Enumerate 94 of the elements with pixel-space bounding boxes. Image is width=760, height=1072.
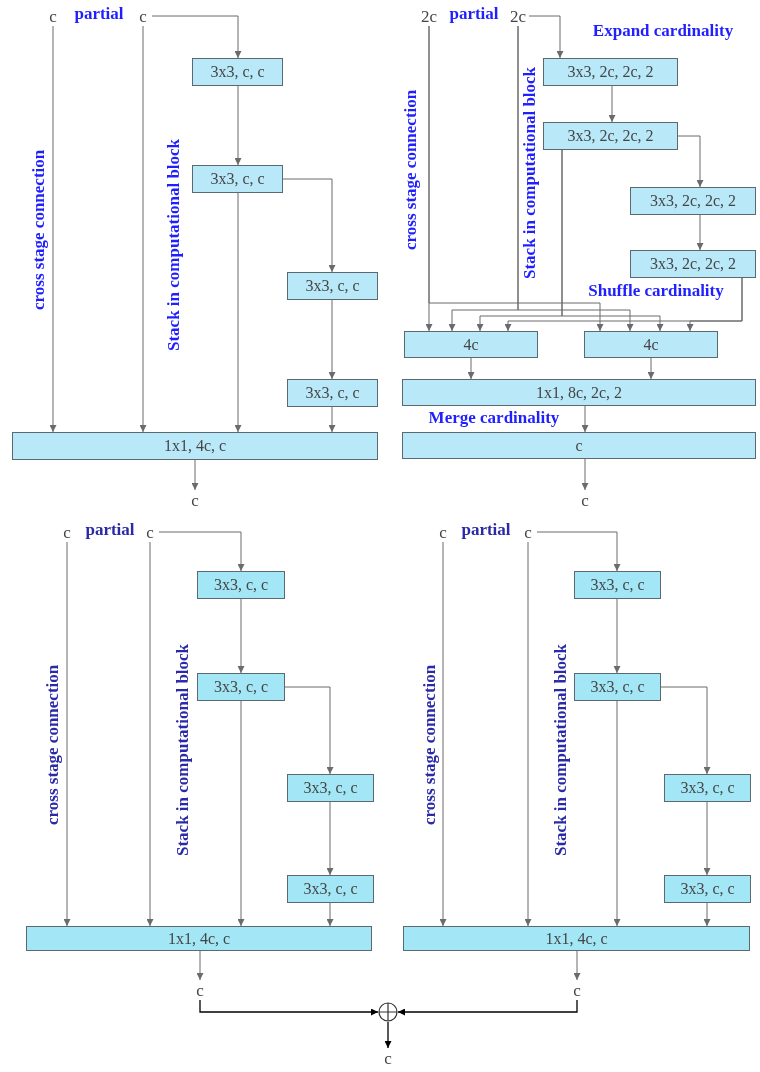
arrow [696, 214, 704, 251]
arrow [613, 700, 621, 927]
channel-label: c [58, 522, 76, 542]
annotation-text: Shuffle cardinality [587, 282, 725, 302]
arrow [573, 950, 581, 981]
layer-box: 3x3, 2c, 2c, 2 [630, 250, 756, 278]
annotation-text: partial [448, 5, 500, 25]
layer-box: 3x3, c, c [574, 673, 661, 701]
arrow [49, 25, 57, 433]
arrow [234, 85, 242, 166]
channel-label: c [44, 6, 62, 26]
arrow [561, 149, 664, 332]
arrow [237, 700, 245, 927]
channel-label: c [576, 490, 594, 510]
layer-box: 1x1, 4c, c [12, 432, 378, 460]
layer-box: 1x1, 4c, c [26, 926, 372, 951]
layer-box: 3x3, 2c, 2c, 2 [543, 122, 678, 150]
layer-box: 1x1, 8c, 2c, 2 [402, 379, 756, 406]
annotation-text: partial [460, 521, 512, 541]
layer-box: 3x3, 2c, 2c, 2 [630, 187, 756, 215]
layer-box: 1x1, 4c, c [403, 926, 750, 951]
layer-box: 3x3, c, c [192, 165, 283, 193]
arrow [528, 15, 564, 59]
arrow [282, 178, 336, 273]
arrow [196, 950, 204, 981]
annotation-text: cross stage connection [402, 88, 421, 253]
arrow [237, 598, 245, 674]
layer-box: 3x3, c, c [197, 571, 285, 599]
arrow [439, 541, 447, 927]
annotation-text: partial [73, 5, 125, 25]
channel-label: c [186, 490, 204, 510]
arrow [191, 459, 199, 491]
arrow [146, 541, 154, 927]
annotation-text: cross stage connection [44, 663, 63, 828]
channel-label: 2c [507, 6, 529, 26]
arrow [284, 686, 334, 775]
layer-box: 3x3, c, c [287, 875, 374, 903]
channel-label: c [568, 980, 586, 1000]
layer-box: 3x3, c, c [192, 58, 283, 86]
annotation-text: cross stage connection [421, 663, 440, 828]
arrow [613, 598, 621, 674]
arrow [151, 15, 242, 59]
annotation-text: cross stage connection [30, 148, 49, 313]
annotation-text: Stack in computational block [521, 65, 540, 281]
arrow [326, 801, 334, 876]
layer-box: 3x3, c, c [664, 774, 751, 802]
arrow [517, 25, 634, 332]
arrow [536, 531, 621, 572]
layer-box: 3x3, c, c [574, 571, 661, 599]
channel-label: c [134, 6, 152, 26]
annotation-text: partial [84, 521, 136, 541]
layer-box: 3x3, c, c [287, 774, 374, 802]
layer-box: 4c [584, 331, 718, 358]
layer-box: c [402, 432, 756, 459]
annotation-text: Stack in computational block [552, 642, 571, 859]
annotation-text: Expand cardinality [591, 22, 735, 42]
arrow [467, 357, 475, 380]
channel-label: c [519, 522, 537, 542]
arrow [234, 192, 242, 433]
channel-label: c [379, 1048, 397, 1068]
arrow [63, 541, 71, 927]
layer-box: 3x3, c, c [287, 379, 378, 407]
arrow [199, 999, 379, 1016]
arrow [677, 135, 704, 188]
arrow [326, 902, 334, 927]
layer-box: 3x3, c, c [664, 875, 751, 903]
arrow [608, 85, 616, 123]
arrow [328, 299, 336, 380]
arrow [428, 25, 604, 332]
arrow [686, 277, 743, 332]
arrow [581, 458, 589, 491]
layer-box: 3x3, 2c, 2c, 2 [543, 58, 678, 86]
arrow [139, 25, 147, 433]
channel-label: c [191, 980, 209, 1000]
channel-label: c [434, 522, 452, 542]
arrow [158, 531, 245, 572]
channel-label: c [141, 522, 159, 542]
arrow [581, 405, 589, 433]
arrow [384, 1021, 392, 1049]
arrow [703, 801, 711, 876]
arrow [524, 541, 532, 927]
annotation-text: Stack in computational block [174, 642, 193, 859]
layer-box: 4c [404, 331, 538, 358]
arrow [397, 999, 578, 1016]
layer-box: 3x3, c, c [197, 673, 285, 701]
arrow [647, 357, 655, 380]
arrow [660, 686, 711, 775]
channel-label: 2c [418, 6, 440, 26]
annotation-text: Merge cardinality [427, 409, 561, 429]
arrow [703, 902, 711, 927]
sum-circle [378, 1002, 398, 1022]
annotation-text: Stack in computational block [165, 137, 184, 354]
arrow [328, 406, 336, 433]
layer-box: 3x3, c, c [287, 272, 378, 300]
